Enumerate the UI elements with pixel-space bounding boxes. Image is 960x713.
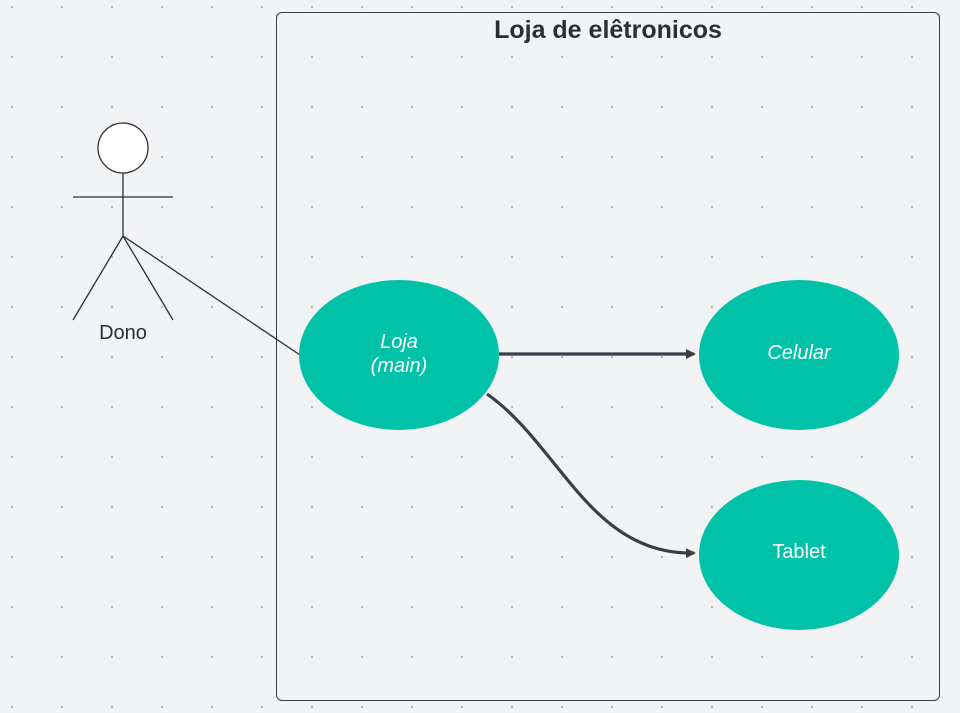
actor-dono[interactable] [72,122,174,321]
usecase-loja-line1: Loja [380,331,418,353]
arrow-loja-tablet[interactable] [486,392,696,559]
usecase-loja-line2: (main) [370,355,428,377]
actor-right-leg [122,235,174,321]
usecase-loja[interactable] [299,280,499,430]
association-line[interactable] [122,235,301,356]
usecase-tablet-label: Tablet [772,541,826,563]
usecase-celular-label: Celular [767,342,831,364]
actor-head [97,122,149,174]
actor-label: Dono [99,322,147,344]
usecase-loja-label: Loja (main) [339,330,459,378]
system-boundary[interactable] [276,12,940,701]
usecase-celular[interactable] [699,280,899,430]
actor-left-leg [72,235,124,321]
system-title: Loja de elêtronicos [494,16,722,44]
usecase-tablet[interactable] [699,480,899,630]
